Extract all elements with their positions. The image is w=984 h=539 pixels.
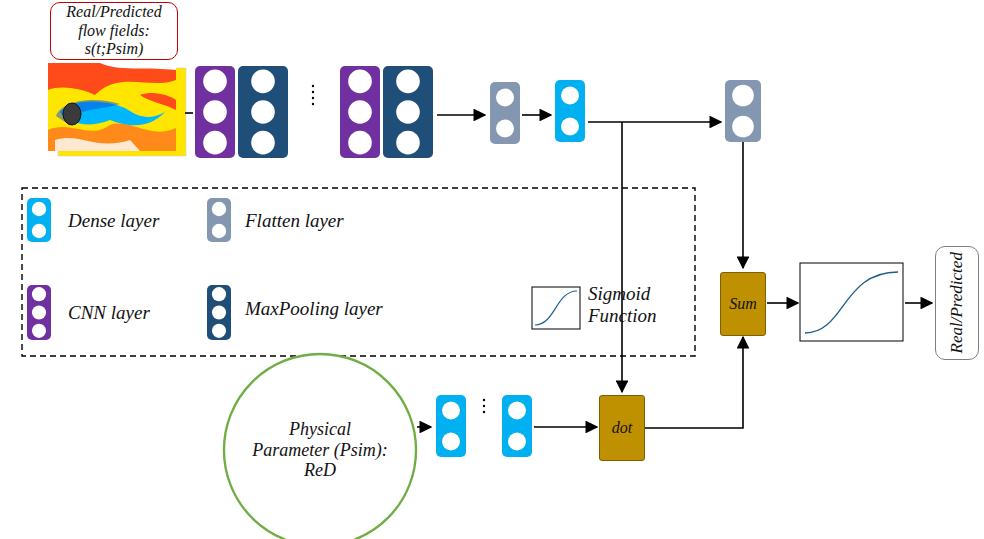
sum-box: Sum	[720, 272, 766, 336]
node-label: Physical Parameter (Psim): ReD	[252, 419, 388, 481]
legend-label: Dense layer	[68, 210, 198, 232]
layer-icon	[725, 80, 761, 142]
layer-icon	[490, 82, 520, 144]
legend-label: CNN layer	[68, 302, 198, 324]
legend-label: MaxPooling layer	[245, 298, 445, 320]
dot-box: dot	[599, 395, 645, 461]
node-label: Real/Predicted flow fields: s(t;Psim)	[57, 3, 171, 58]
layer-icon	[207, 285, 231, 340]
layer-icon	[27, 285, 51, 340]
input-box: Real/Predicted flow fields: s(t;Psim)	[50, 2, 178, 60]
flow-field-image	[48, 63, 186, 156]
sigmoid-symbol	[532, 263, 903, 341]
layer-icon	[436, 395, 466, 457]
layer-icon	[555, 80, 585, 142]
layer-icon	[195, 66, 235, 158]
connector-arrow	[645, 337, 743, 428]
layer-icon	[340, 66, 380, 158]
node-label: Sum	[729, 295, 757, 313]
layer-icon	[27, 198, 51, 242]
output-box: Real/Predicted	[935, 246, 979, 359]
node-label: Real/Predicted	[947, 252, 967, 353]
node-label: dot	[612, 419, 632, 437]
layer-icon	[502, 395, 532, 457]
layer-icon	[207, 198, 231, 242]
legend-label: Sigmoid Function	[588, 283, 683, 327]
layer-icon	[238, 66, 288, 158]
legend-label: Flatten layer	[245, 210, 415, 232]
layer-icon	[383, 66, 433, 158]
parameter-circle: Physical Parameter (Psim): ReD	[222, 352, 418, 539]
